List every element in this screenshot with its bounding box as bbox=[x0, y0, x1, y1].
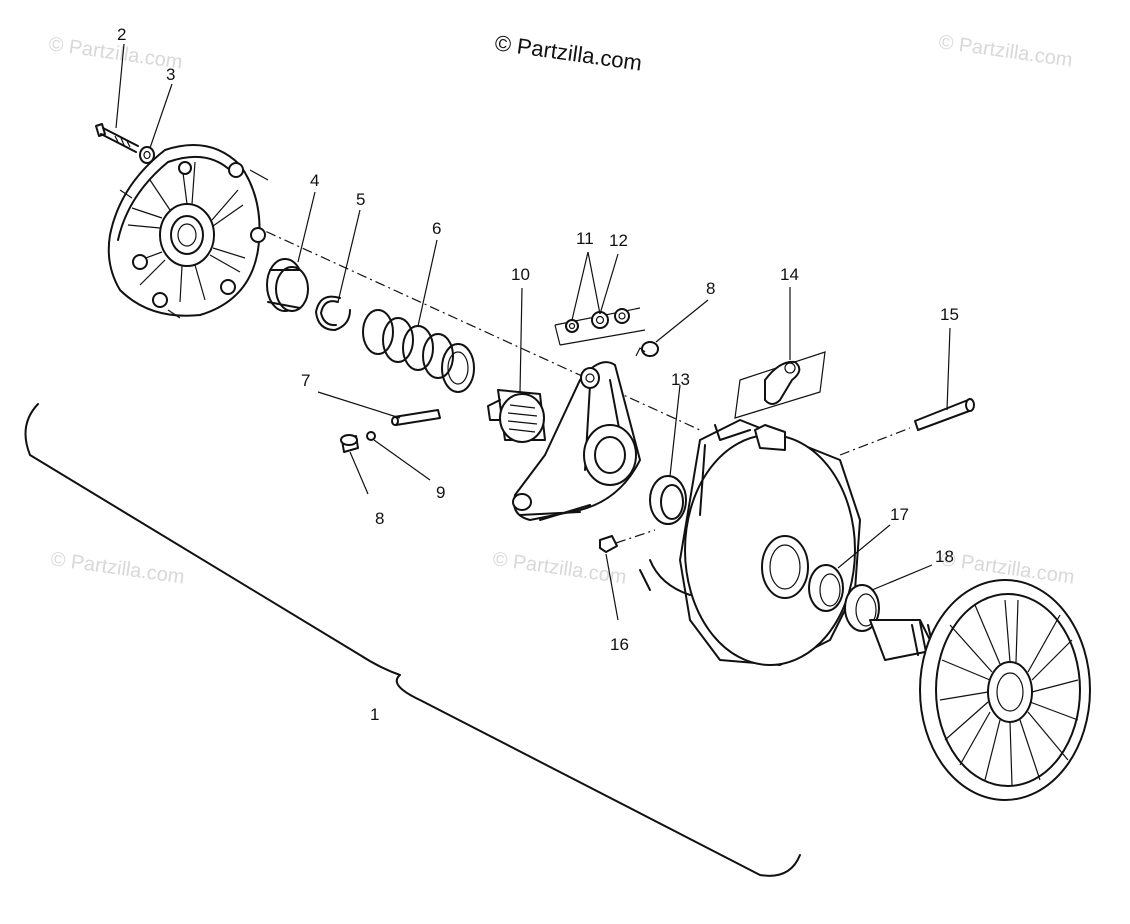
callout-4: 4 bbox=[310, 171, 319, 190]
part-movable-sheave bbox=[639, 419, 861, 666]
part-weight bbox=[734, 351, 826, 419]
assembly-bracket bbox=[24, 403, 801, 877]
part-ball bbox=[366, 431, 376, 441]
callout-17: 17 bbox=[890, 505, 909, 524]
part-shaft-pin bbox=[839, 398, 975, 456]
callout-16: 16 bbox=[610, 635, 629, 654]
watermark-top-left: © Partzilla.com bbox=[47, 33, 184, 74]
watermark-mid-left: © Partzilla.com bbox=[49, 548, 186, 589]
callout-13: 13 bbox=[671, 370, 690, 389]
callout-2: 2 bbox=[117, 25, 126, 44]
callout-1: 1 bbox=[370, 705, 379, 724]
part-plug bbox=[340, 434, 359, 453]
part-bolt bbox=[95, 123, 139, 153]
part-bushing-ring bbox=[266, 258, 309, 312]
watermark-main: © Partzilla.com bbox=[493, 30, 643, 75]
watermark-top-right: © Partzilla.com bbox=[937, 31, 1074, 72]
callout-14: 14 bbox=[780, 265, 799, 284]
callout-6: 6 bbox=[432, 219, 441, 238]
part-nut bbox=[599, 529, 656, 553]
callout-3: 3 bbox=[166, 65, 175, 84]
part-snap-ring bbox=[315, 295, 351, 331]
callout-9: 9 bbox=[436, 483, 445, 502]
part-thrust-washer bbox=[649, 475, 687, 525]
callout-7: 7 bbox=[301, 371, 310, 390]
part-cover-plate bbox=[107, 144, 269, 319]
part-fixed-sheave bbox=[869, 579, 1091, 801]
callout-12: 12 bbox=[609, 231, 628, 250]
part-spider-arm bbox=[512, 361, 641, 521]
callout-8-lower: 8 bbox=[375, 509, 384, 528]
watermark-mid-center: © Partzilla.com bbox=[491, 548, 628, 589]
center-axis-line bbox=[229, 214, 701, 431]
part-plug-top bbox=[635, 341, 659, 357]
callout-11: 11 bbox=[576, 229, 594, 248]
part-bushing-17 bbox=[808, 564, 844, 612]
part-cam bbox=[487, 389, 546, 443]
callout-8-top: 8 bbox=[706, 279, 715, 298]
callout-15: 15 bbox=[940, 305, 959, 324]
callout-10: 10 bbox=[511, 265, 530, 284]
leader-lines bbox=[115, 43, 951, 621]
callout-18: 18 bbox=[935, 547, 954, 566]
callout-5: 5 bbox=[356, 190, 365, 209]
part-washer bbox=[139, 146, 155, 164]
